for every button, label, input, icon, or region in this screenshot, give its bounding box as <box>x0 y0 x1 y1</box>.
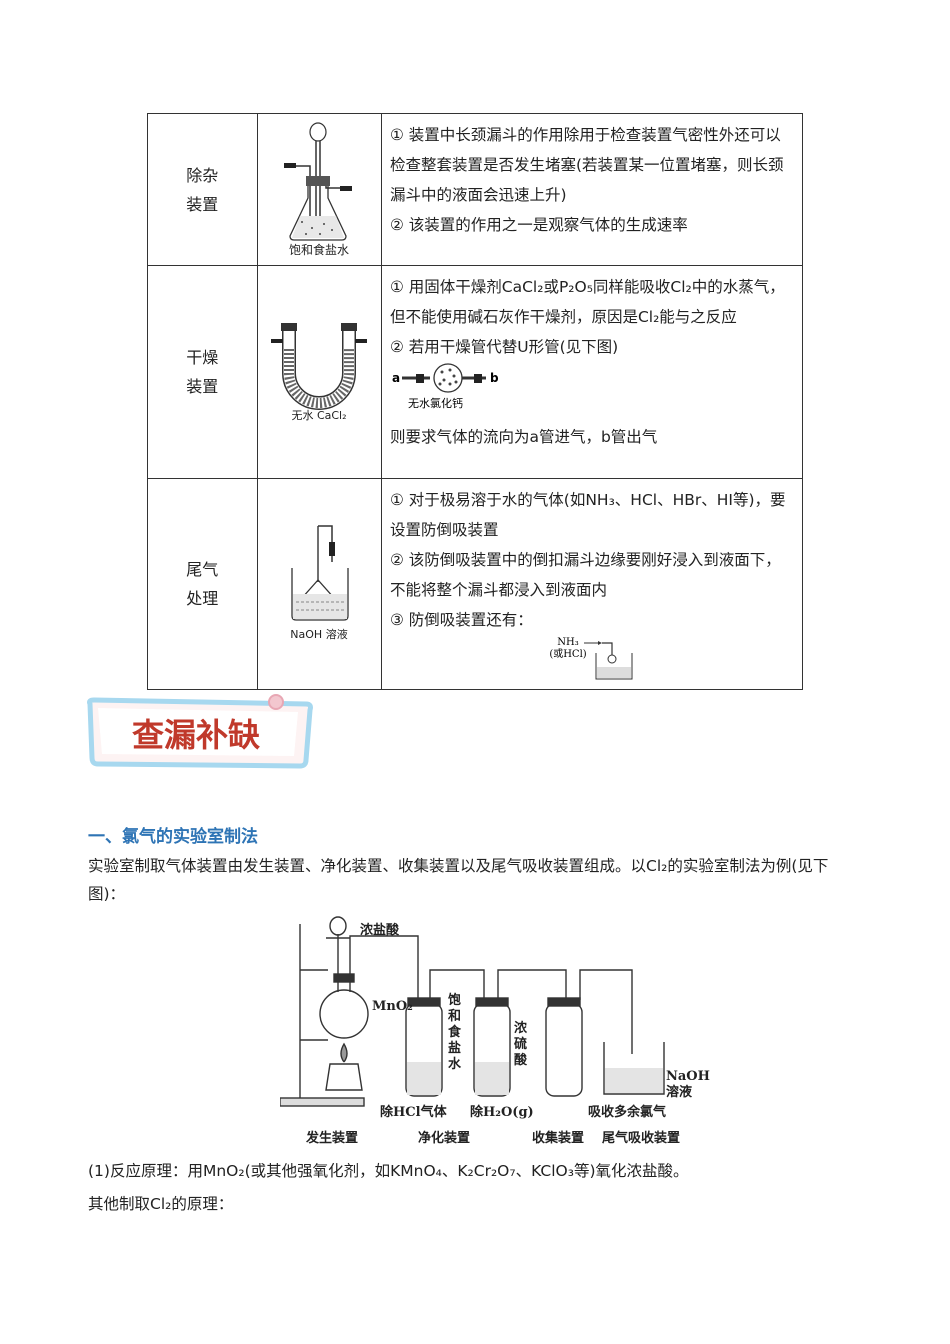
caption-purification: 净化装置 <box>418 1130 470 1146</box>
label-h2so4: 酸 <box>514 1052 528 1068</box>
label-brine: 食 <box>448 1024 462 1040</box>
chlorine-apparatus-figure: 浓盐酸 MnO₂ 饱 和 食 盐 水 浓 硫 酸 NaOH 溶液 除HCl气体 … <box>280 916 710 1146</box>
caption-generation: 发生装置 <box>305 1130 358 1146</box>
label-line: 除杂 <box>186 165 219 185</box>
label-brine: 和 <box>448 1008 461 1024</box>
label-h2so4: 浓 <box>514 1020 528 1036</box>
section-title: 一、氯气的实验室制法 <box>88 827 258 847</box>
label-h2so4: 硫 <box>514 1036 527 1052</box>
label-line: 装置 <box>186 194 219 214</box>
note: 则要求气体的流向为a管进气，b管出气 <box>389 428 658 446</box>
figure-cell: 饱和食盐水 <box>256 113 382 266</box>
label-brine: 饱 <box>447 992 461 1008</box>
table-row: 干燥 装置 无水 CaCl₂ ① 用固体干燥剂CaCl₂或P₂O₅同样能吸收Cl… <box>147 265 804 479</box>
comparison-table: 除杂 装置 饱和食盐水 ① 装置 <box>147 113 804 690</box>
banner: 查漏补缺 <box>87 694 313 769</box>
label-absorb: 吸收多余氯气 <box>588 1104 666 1120</box>
label-remove-h2o: 除H₂O(g) <box>470 1104 534 1120</box>
note: ② 若用干燥管代替U形管(见下图) <box>389 338 619 356</box>
figure-caption: 饱和食盐水 <box>289 242 349 257</box>
label-brine: 盐 <box>448 1040 461 1056</box>
drying-tube-figure: a b 无水氯化钙 <box>392 363 499 410</box>
label-line: 处理 <box>186 589 219 608</box>
figure-cell: 无水 CaCl₂ <box>256 265 382 479</box>
banner-text: 查漏补缺 <box>132 716 260 754</box>
beaker-funnel-figure: NaOH 溶液 <box>291 525 349 641</box>
label-naoh: NaOH <box>666 1069 710 1084</box>
tube-label: b <box>490 371 499 385</box>
washing-bottle-figure: 饱和食盐水 <box>284 121 353 257</box>
label-line: 干燥 <box>186 348 219 367</box>
note: ③ 防倒吸装置还有： <box>389 611 533 629</box>
row-label: 尾气 处理 <box>147 478 258 690</box>
anti-suckback-figure: NH₃ (或HCl) <box>549 637 633 680</box>
table-row: 除杂 装置 饱和食盐水 ① 装置 <box>147 113 804 266</box>
u-tube-figure: 无水 CaCl₂ <box>271 323 368 422</box>
note: ① 装置中长颈漏斗的作用除用于检查装置气密性外还可以检查整套装置是否发生堵塞(若… <box>389 126 784 204</box>
caption-collection: 收集装置 <box>532 1130 584 1146</box>
row-label: 除杂 装置 <box>147 113 258 266</box>
notes-cell: ① 装置中长颈漏斗的作用除用于检查装置气密性外还可以检查整套装置是否发生堵塞(若… <box>380 113 804 266</box>
caption-tail-gas: 尾气吸收装置 <box>602 1130 680 1146</box>
row-label: 干燥 装置 <box>147 265 258 479</box>
figure-caption: 无水 CaCl₂ <box>292 409 347 422</box>
other-principles: 其他制取Cl₂的原理： <box>88 1195 234 1213</box>
label-naoh: 溶液 <box>666 1084 692 1100</box>
notes-cell: ① 对于极易溶于水的气体(如NH₃、HCl、HBr、HI等)，要设置防倒吸装置 … <box>380 478 804 690</box>
figure-caption: NaOH 溶液 <box>291 627 348 641</box>
label-remove-hcl: 除HCl气体 <box>380 1104 448 1120</box>
intro-paragraph: 实验室制取气体装置由发生装置、净化装置、收集装置以及尾气吸收装置组成。以Cl₂的… <box>88 857 829 903</box>
tube-caption: 无水氯化钙 <box>408 396 463 410</box>
label-line: 尾气 <box>186 560 219 579</box>
label-brine: 水 <box>448 1056 462 1072</box>
clip-icon <box>268 694 284 710</box>
note: ① 对于极易溶于水的气体(如NH₃、HCl、HBr、HI等)，要设置防倒吸装置 <box>389 491 786 539</box>
mini-label: (或HCl) <box>549 648 586 660</box>
label-acid: 浓盐酸 <box>360 922 400 938</box>
principle-paragraph: (1)反应原理：用MnO₂(或其他强氧化剂，如KMnO₄、K₂Cr₂O₇、KCl… <box>88 1162 689 1180</box>
mini-label: NH₃ <box>557 637 578 648</box>
note: ② 该装置的作用之一是观察气体的生成速率 <box>389 216 688 234</box>
note: ① 用固体干燥剂CaCl₂或P₂O₅同样能吸收Cl₂中的水蒸气，但不能使用碱石灰… <box>389 278 785 326</box>
label-mno2: MnO₂ <box>372 999 413 1014</box>
figure-cell: NaOH 溶液 <box>256 478 382 690</box>
table-row: 尾气 处理 NaOH 溶液 ① 对于极易溶于水的气体(如NH₃、HCl、HBr、… <box>147 478 804 690</box>
note: ② 该防倒吸装置中的倒扣漏斗边缘要刚好浸入到液面下，不能将整个漏斗都浸入到液面内 <box>389 551 781 599</box>
notes-cell: ① 用固体干燥剂CaCl₂或P₂O₅同样能吸收Cl₂中的水蒸气，但不能使用碱石灰… <box>380 265 804 479</box>
tube-label: a <box>392 371 400 385</box>
label-line: 装置 <box>186 377 219 396</box>
